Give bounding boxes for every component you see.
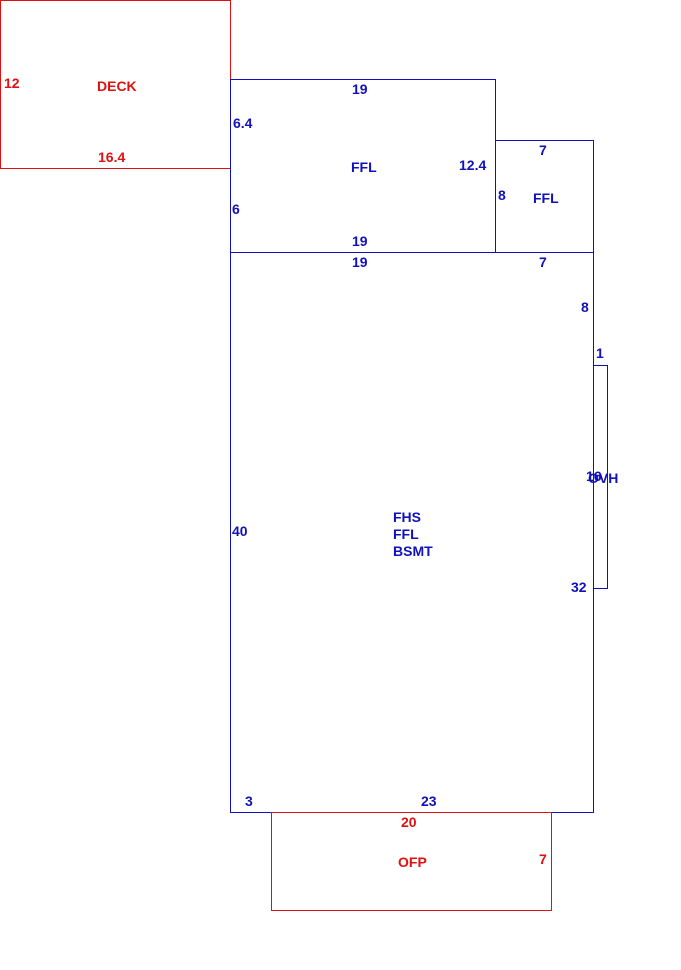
- ovh-outline: [593, 365, 608, 589]
- main-label-bsmt: BSMT: [393, 543, 433, 559]
- ovh-dim-top: 1: [596, 345, 604, 361]
- main-dim-right-lower: 32: [571, 579, 587, 595]
- ovh-area: 1 16 OVH: [586, 345, 618, 589]
- ffl-small-label: FFL: [533, 190, 559, 206]
- ovh-label: OVH: [588, 470, 618, 486]
- main-label-ffl: FFL: [393, 526, 419, 542]
- ofp-area: OFP 20 7: [271, 812, 552, 911]
- ofp-label: OFP: [398, 854, 427, 870]
- ffl-upper-dim-top: 19: [352, 81, 368, 97]
- ffl-upper-dim-right: 12.4: [459, 157, 486, 173]
- main-dim-bottom-right: 23: [421, 793, 437, 809]
- main-area: FHS FFL BSMT 19 7 8 40 32 3 23: [230, 252, 594, 813]
- deck-label: DECK: [97, 78, 137, 94]
- ofp-outline: [271, 812, 552, 911]
- main-dim-top-right: 7: [539, 254, 547, 270]
- ffl-small-dim-left: 8: [498, 187, 506, 203]
- ffl-small-area: FFL 7 8: [495, 140, 594, 253]
- ffl-upper-dim-left-lower: 6: [232, 201, 240, 217]
- deck-dim-bottom: 16.4: [98, 149, 125, 165]
- ffl-upper-area: FFL 19 6.4 6 12.4 19: [230, 79, 496, 253]
- deck-dim-left: 12: [4, 75, 20, 91]
- ffl-small-dim-top: 7: [539, 142, 547, 158]
- ffl-upper-dim-left-upper: 6.4: [233, 115, 253, 131]
- ofp-dim-right: 7: [539, 851, 547, 867]
- main-dim-bottom-left: 3: [245, 793, 253, 809]
- deck-area: DECK 12 16.4: [0, 0, 231, 169]
- main-label-fhs: FHS: [393, 509, 421, 525]
- ffl-upper-dim-bottom: 19: [352, 233, 368, 249]
- main-dim-left: 40: [232, 523, 248, 539]
- main-dim-top-left: 19: [352, 254, 368, 270]
- main-dim-right-upper: 8: [581, 299, 589, 315]
- ovh-dim-right: 16: [586, 468, 602, 484]
- ofp-dim-top: 20: [401, 814, 417, 830]
- ffl-upper-label: FFL: [351, 159, 377, 175]
